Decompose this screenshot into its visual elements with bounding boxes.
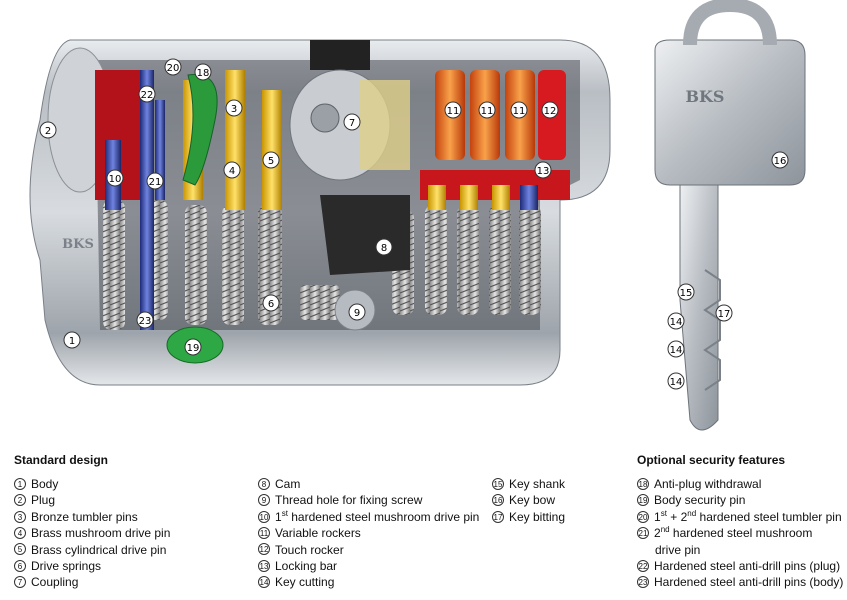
svg-text:17: 17 (718, 309, 731, 320)
drive-springs (103, 200, 541, 330)
svg-text:15: 15 (680, 288, 693, 299)
callout-9: 9 (348, 303, 366, 321)
svg-text:12: 12 (544, 106, 557, 117)
callout-18: 18 (194, 63, 212, 81)
thread-hole (300, 285, 376, 331)
callout-15: 15 (677, 283, 695, 301)
callout-23: 23 (136, 311, 154, 329)
key-shank (679, 184, 719, 431)
svg-text:16: 16 (774, 156, 787, 167)
key-bow (654, 39, 806, 186)
svg-text:5: 5 (268, 156, 274, 167)
callout-20: 20 (164, 58, 182, 76)
cam (320, 195, 410, 275)
svg-text:10: 10 (109, 174, 122, 185)
callout-2: 2 (39, 121, 57, 139)
standard-design-title: Standard design (14, 453, 109, 467)
optional-features-title: Optional security features (637, 453, 786, 467)
callout-19: 19 (184, 338, 202, 356)
callout-8: 8 (375, 238, 393, 256)
callout-5: 5 (262, 151, 280, 169)
callout-21: 21 (146, 172, 164, 190)
svg-text:2: 2 (45, 126, 51, 137)
callout-14c: 14 (667, 372, 685, 390)
body-brand-text: BKS (62, 237, 94, 252)
callout-11a: 11 (444, 101, 462, 119)
callout-14b: 14 (667, 340, 685, 358)
svg-text:14: 14 (670, 317, 683, 328)
svg-text:9: 9 (354, 308, 360, 319)
callouts: 1 2 3 4 5 6 7 8 9 10 11 11 11 12 13 14 1… (39, 58, 789, 390)
svg-text:20: 20 (167, 63, 180, 74)
callout-16: 16 (771, 151, 789, 169)
lock-cylinder-diagram: BKS (29, 0, 806, 431)
callout-10: 10 (106, 169, 124, 187)
svg-text:1: 1 (69, 336, 75, 347)
svg-text:21: 21 (149, 177, 162, 188)
svg-text:19: 19 (187, 343, 200, 354)
callout-3: 3 (225, 99, 243, 117)
svg-text:22: 22 (141, 90, 154, 101)
callout-13: 13 (534, 161, 552, 179)
svg-text:13: 13 (537, 166, 550, 177)
callout-4: 4 (223, 161, 241, 179)
svg-text:7: 7 (349, 118, 355, 129)
callout-11b: 11 (478, 101, 496, 119)
svg-text:8: 8 (381, 243, 387, 254)
svg-text:14: 14 (670, 345, 683, 356)
svg-text:11: 11 (513, 106, 526, 117)
svg-text:3: 3 (231, 104, 237, 115)
svg-text:23: 23 (139, 316, 152, 327)
key: BKS (654, 0, 806, 431)
svg-text:6: 6 (268, 299, 274, 310)
callout-6: 6 (262, 294, 280, 312)
callout-22: 22 (138, 85, 156, 103)
coupling (289, 40, 410, 181)
svg-text:11: 11 (481, 106, 494, 117)
anti-plug-withdrawal (182, 74, 218, 186)
callout-1: 1 (63, 331, 81, 349)
callout-14a: 14 (667, 312, 685, 330)
svg-text:14: 14 (670, 377, 683, 388)
callout-11c: 11 (510, 101, 528, 119)
svg-text:4: 4 (229, 166, 235, 177)
callout-12: 12 (541, 101, 559, 119)
svg-text:18: 18 (197, 68, 210, 79)
callout-7: 7 (343, 113, 361, 131)
key-brand-text: BKS (686, 87, 725, 106)
callout-17: 17 (715, 304, 733, 322)
blue-pins (105, 70, 538, 330)
svg-text:11: 11 (447, 106, 460, 117)
